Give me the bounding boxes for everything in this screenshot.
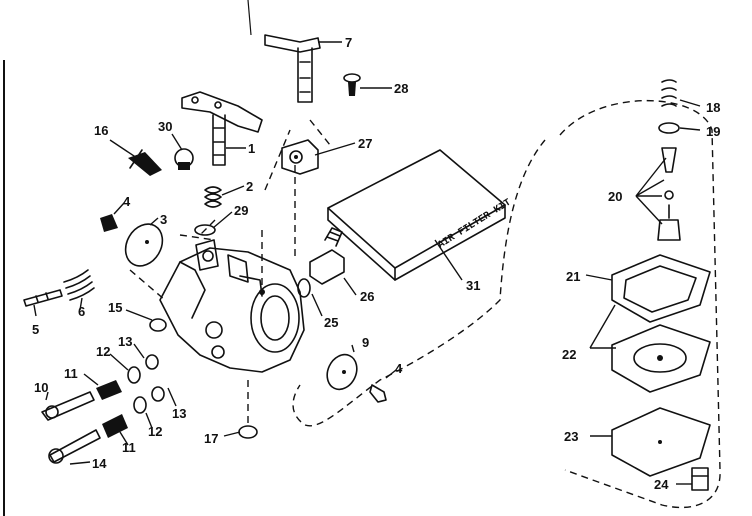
screw-5 [23, 289, 63, 307]
throttle-disc [124, 223, 164, 267]
callout-18: 18 [706, 100, 720, 115]
scan-edge-mark [247, 0, 252, 36]
callout-24: 24 [654, 477, 669, 492]
washer-12-lower [133, 396, 147, 414]
callout-3: 3 [160, 212, 167, 227]
air-filter-kit-label: AIR FILTER KIT [436, 198, 513, 252]
plug-17 [238, 425, 258, 439]
callout-21: 21 [566, 269, 580, 284]
diaphragm-group-outline [559, 100, 721, 509]
screw-4-left [100, 214, 118, 232]
callout-23: 23 [564, 429, 578, 444]
callout-13-upper: 13 [118, 334, 132, 349]
pump-spring-18 [661, 79, 677, 107]
callout-14: 14 [92, 456, 107, 471]
plug-15 [149, 318, 167, 332]
callout-20: 20 [608, 189, 622, 204]
o-ring-13-lower [151, 386, 165, 402]
fuel-pump-group-outline [292, 139, 546, 427]
callout-11-lower: 11 [122, 440, 136, 455]
inlet-needle-20 [657, 147, 681, 241]
choke-disc [326, 353, 358, 391]
o-ring-13-upper [145, 354, 159, 370]
pump-washer-19 [658, 122, 680, 134]
leader-lines [33, 41, 701, 485]
callout-19: 19 [706, 124, 720, 139]
callout-4-left: 4 [123, 194, 131, 209]
idle-spring [204, 186, 222, 208]
shaft-clamp [281, 139, 319, 175]
callout-7-label: 7 [345, 35, 352, 50]
screw-28 [343, 73, 361, 96]
callout-4-right: 4 [395, 361, 403, 376]
washer-29 [194, 224, 216, 236]
assembly-line-shaft [264, 129, 291, 191]
needle-14 [48, 429, 101, 464]
screw-4-right [369, 384, 387, 403]
callout-9: 9 [362, 335, 369, 350]
assembly-line-spring-6 [129, 269, 166, 301]
callout-10: 10 [34, 380, 48, 395]
callout-28: 28 [394, 81, 408, 96]
callout-29: 29 [234, 203, 248, 218]
callout-6: 6 [78, 304, 85, 319]
callout-12-upper: 12 [96, 344, 110, 359]
washer-12-upper [127, 366, 141, 384]
air-filter-kit: AIR FILTER KIT [327, 149, 513, 281]
callout-26: 26 [360, 289, 374, 304]
gasket-21 [611, 254, 711, 323]
callout-31: 31 [466, 278, 480, 293]
callout-11-upper: 11 [64, 366, 78, 381]
assembly-line-27 [309, 119, 331, 146]
callout-27: 27 [358, 136, 372, 151]
o-ring-25 [297, 278, 311, 298]
diaphragm-22 [611, 324, 711, 393]
callout-12-lower: 12 [148, 424, 162, 439]
gasket-23 [611, 407, 711, 477]
spring-11-upper [96, 380, 122, 400]
spring-11-lower [102, 414, 128, 438]
screw-30 [174, 148, 194, 170]
throttle-shaft [264, 34, 321, 103]
callout-5: 5 [32, 322, 39, 337]
assembly-line-screw-30 [199, 219, 216, 236]
callout-30: 30 [158, 119, 172, 134]
assembly-line-29 [179, 234, 216, 241]
spring-6 [63, 269, 95, 301]
callout-17: 17 [204, 431, 218, 446]
carburetor-body [159, 239, 305, 373]
callout-1: 1 [248, 141, 255, 156]
callout-22: 22 [562, 347, 576, 362]
callout-15: 15 [108, 300, 122, 315]
screw-24 [691, 467, 709, 491]
callout-2: 2 [246, 179, 253, 194]
choke-pin [128, 149, 162, 176]
callout-13-lower: 13 [172, 406, 186, 421]
callout-25: 25 [324, 315, 338, 330]
callout-16: 16 [94, 123, 108, 138]
fuel-inlet-elbow [309, 227, 345, 285]
throttle-plate-bracket [181, 91, 263, 166]
needle-10 [41, 391, 95, 421]
